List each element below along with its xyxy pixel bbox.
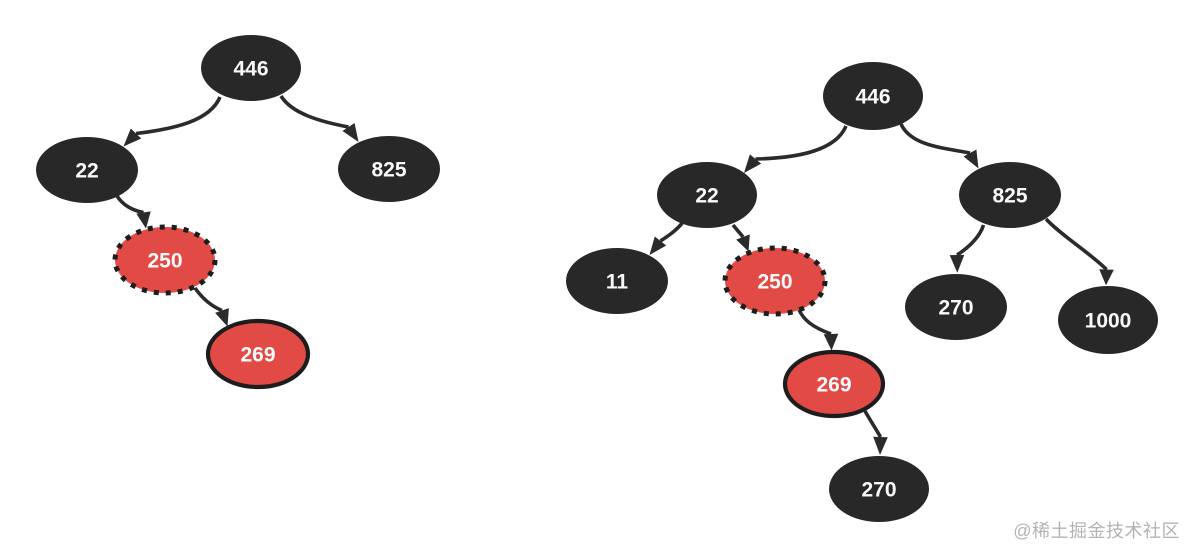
edge-446-to-22 bbox=[123, 96, 222, 147]
watermark-text: @稀土掘金技术社区 bbox=[1013, 521, 1180, 541]
node-label-250: 250 bbox=[757, 271, 792, 294]
node-ellipse-250 bbox=[112, 224, 218, 296]
edge-line bbox=[1044, 217, 1108, 271]
edge-line bbox=[115, 194, 144, 215]
node-label-1000: 1000 bbox=[1085, 310, 1132, 333]
tree-node-825: 825 bbox=[959, 162, 1061, 228]
node-label-270: 270 bbox=[861, 479, 896, 502]
tree-node-1000: 1000 bbox=[1058, 286, 1158, 354]
arrowhead-icon bbox=[342, 122, 359, 142]
arrowhead-icon bbox=[873, 436, 888, 455]
node-ellipse-269 bbox=[205, 318, 311, 390]
edge-line bbox=[135, 96, 222, 136]
node-label-446: 446 bbox=[233, 58, 268, 81]
left-tree: 446 22 825 250 269 bbox=[36, 35, 440, 390]
edge-22-to-250 bbox=[731, 223, 750, 252]
edge-250-to-269 bbox=[797, 309, 839, 351]
arrowhead-icon bbox=[823, 333, 839, 351]
edge-line bbox=[797, 309, 832, 336]
node-label-22: 22 bbox=[695, 185, 718, 208]
node-label-22: 22 bbox=[75, 160, 98, 183]
tree-node-11: 11 bbox=[566, 248, 668, 314]
node-ellipse-11 bbox=[566, 248, 668, 314]
arrowhead-icon bbox=[649, 236, 667, 255]
edge-line bbox=[899, 123, 971, 155]
edge-446-to-825 bbox=[899, 123, 979, 169]
node-label-270: 270 bbox=[938, 297, 973, 320]
tree-node-446: 446 bbox=[201, 35, 301, 101]
node-ellipse-269 bbox=[782, 349, 886, 419]
edge-line bbox=[193, 286, 223, 313]
arrowhead-icon bbox=[736, 234, 750, 252]
tree-node-270: 270 bbox=[829, 456, 929, 522]
edge-line bbox=[731, 223, 745, 239]
tree-node-825: 825 bbox=[338, 136, 440, 202]
edge-line bbox=[279, 94, 349, 129]
edge-line bbox=[863, 410, 883, 438]
node-ellipse-825 bbox=[338, 136, 440, 202]
arrowhead-icon bbox=[963, 149, 979, 169]
node-ellipse-446 bbox=[823, 62, 923, 130]
edge-446-to-825 bbox=[279, 94, 359, 142]
right-tree: 446 22 825 11 250 270 1000 269 270 bbox=[566, 62, 1158, 522]
node-label-446: 446 bbox=[855, 86, 890, 109]
node-ellipse-250 bbox=[722, 245, 828, 317]
edge-22-to-11 bbox=[649, 220, 685, 255]
tree-node-22: 22 bbox=[36, 137, 138, 203]
edge-825-to-270 bbox=[949, 224, 986, 273]
tree-node-270: 270 bbox=[905, 274, 1007, 340]
node-label-825: 825 bbox=[371, 159, 406, 182]
arrowhead-icon bbox=[744, 154, 762, 173]
node-ellipse-1000 bbox=[1058, 286, 1158, 354]
edge-825-to-1000 bbox=[1044, 217, 1114, 286]
node-label-11: 11 bbox=[606, 271, 629, 294]
node-label-825: 825 bbox=[992, 185, 1027, 208]
edge-line bbox=[755, 125, 848, 161]
node-ellipse-270 bbox=[829, 456, 929, 522]
node-label-269: 269 bbox=[816, 374, 851, 397]
node-label-269: 269 bbox=[240, 344, 275, 367]
node-ellipse-22 bbox=[657, 162, 757, 228]
arrowhead-icon bbox=[949, 254, 965, 273]
edge-250-to-269 bbox=[193, 286, 229, 327]
node-ellipse-22 bbox=[36, 137, 138, 203]
node-ellipse-446 bbox=[201, 35, 301, 101]
tree-node-250-red: 250 bbox=[722, 245, 828, 317]
edge-22-to-250 bbox=[115, 194, 151, 229]
tree-node-446: 446 bbox=[823, 62, 923, 130]
edge-line bbox=[659, 220, 685, 243]
edge-269-to-270 bbox=[863, 410, 888, 455]
arrowhead-icon bbox=[1099, 269, 1114, 286]
edge-446-to-22 bbox=[744, 125, 848, 173]
arrowhead-icon bbox=[123, 128, 142, 147]
tree-node-22: 22 bbox=[657, 162, 757, 228]
tree-node-269-red: 269 bbox=[782, 349, 886, 419]
node-label-250: 250 bbox=[147, 250, 182, 273]
node-ellipse-270 bbox=[905, 274, 1007, 340]
node-ellipse-825 bbox=[959, 162, 1061, 228]
edge-line bbox=[956, 224, 986, 257]
tree-node-250-red: 250 bbox=[112, 224, 218, 296]
tree-node-269-red: 269 bbox=[205, 318, 311, 390]
arrowhead-icon bbox=[215, 308, 229, 327]
arrowhead-icon bbox=[136, 211, 151, 229]
